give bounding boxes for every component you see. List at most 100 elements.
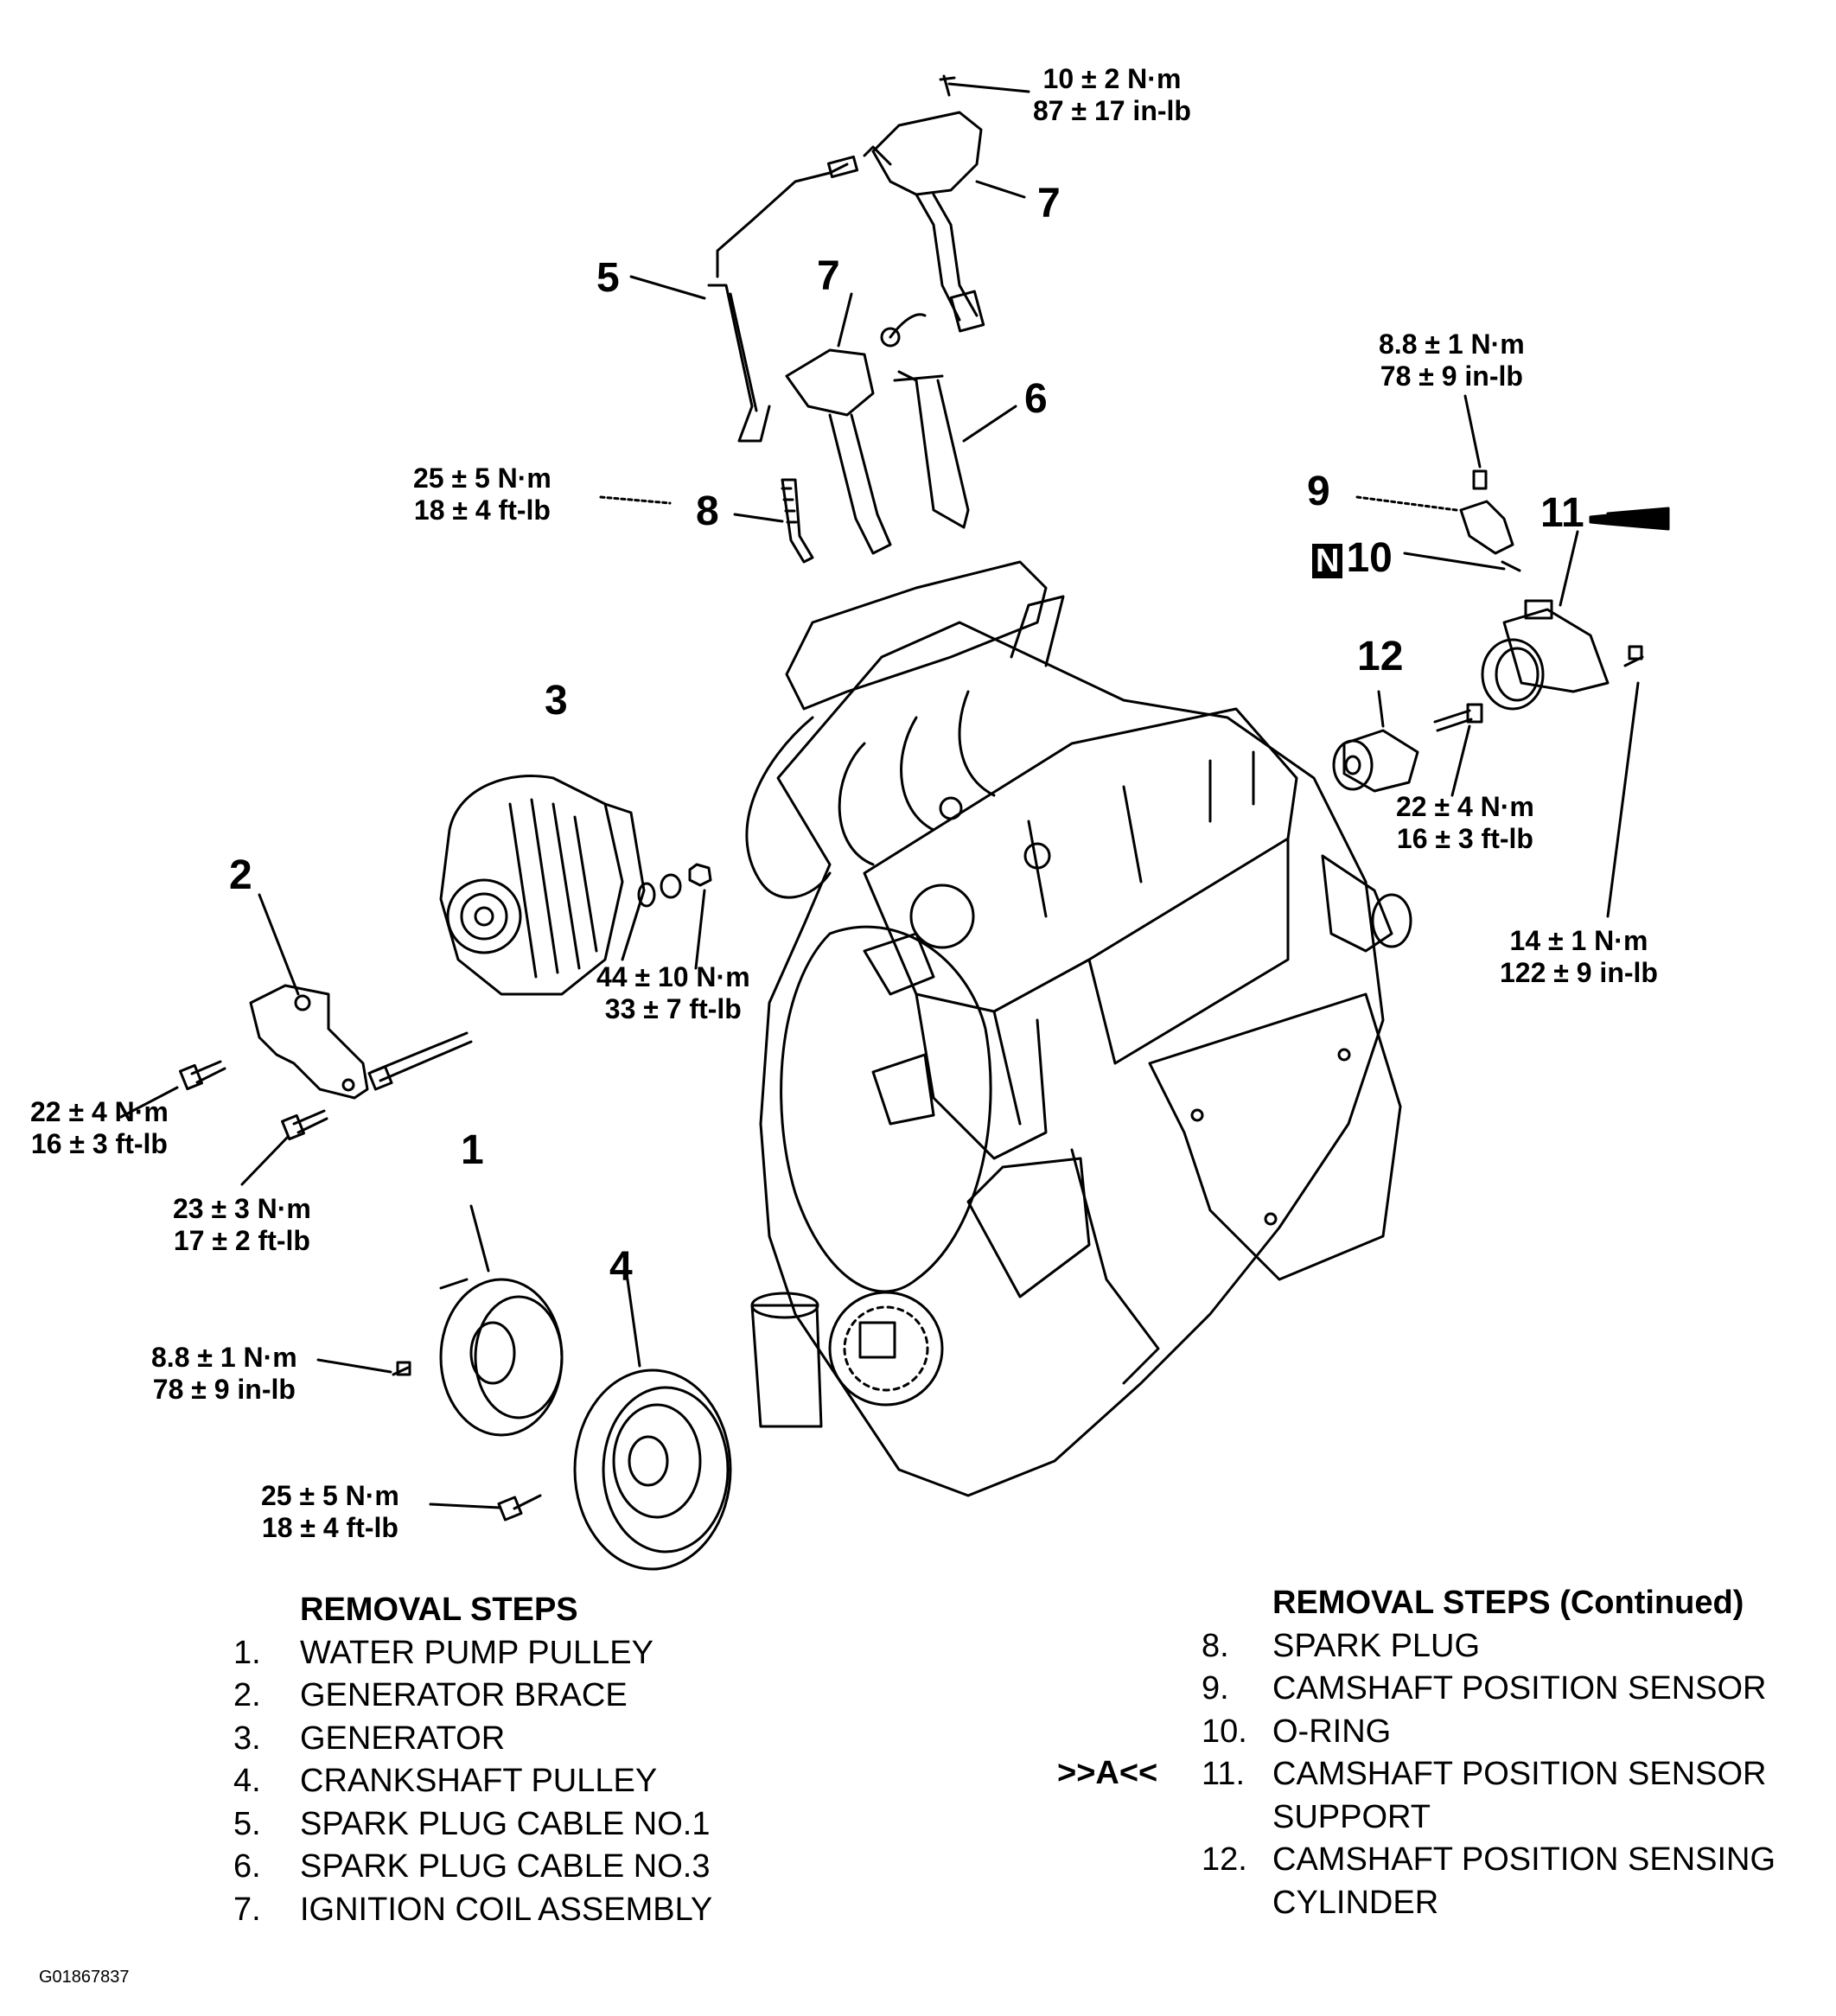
step-row: 5. SPARK PLUG CABLE NO.1	[233, 1803, 712, 1847]
step-row: 7. IGNITION COIL ASSEMBLY	[233, 1889, 712, 1932]
step-text: GENERATOR BRACE	[300, 1677, 628, 1713]
callout-9: 9	[1307, 469, 1330, 514]
step-row: 3. GENERATOR	[233, 1718, 712, 1761]
callout-6: 6	[1024, 376, 1048, 422]
step-row: 2. GENERATOR BRACE	[233, 1675, 712, 1718]
spark-plug-cable-3	[880, 313, 1017, 529]
step-text: CAMSHAFT POSITION SENSOR	[1272, 1756, 1767, 1792]
torque-label-cylinder-bolt: 22 ± 4 N·m 16 ± 3 ft-lb	[1396, 791, 1534, 855]
removal-steps-heading: REMOVAL STEPS	[300, 1592, 578, 1628]
step-number: 3.	[233, 1719, 261, 1757]
step-number: 11.	[1202, 1756, 1246, 1792]
torque-nm: 44 ± 10 N·m	[596, 961, 750, 992]
step-number: 8.	[1202, 1627, 1229, 1664]
torque-imperial: 16 ± 3 ft-lb	[1396, 823, 1533, 854]
crankshaft-pulley	[429, 1254, 732, 1571]
callout-10-number: 10	[1346, 535, 1393, 581]
camshaft-sensor-support	[1481, 507, 1670, 918]
step-row: 8. SPARK PLUG	[1202, 1625, 1775, 1668]
step-number: 10.	[1202, 1713, 1247, 1750]
callout-3: 3	[545, 678, 568, 724]
torque-imperial: 87 ± 17 in-lb	[1033, 95, 1191, 126]
callout-1: 1	[461, 1127, 484, 1173]
step-text: SPARK PLUG	[1272, 1627, 1481, 1664]
torque-nm: 25 ± 5 N·m	[413, 463, 551, 494]
torque-imperial: 18 ± 4 ft-lb	[413, 494, 551, 526]
step-row: 4. CRANKSHAFT PULLEY	[233, 1760, 712, 1803]
step-text: CRANKSHAFT PULLEY	[300, 1763, 658, 1799]
torque-label-brace-bolt-upper: 22 ± 4 N·m 16 ± 3 ft-lb	[30, 1096, 169, 1160]
step-row: 10. O-RING	[1202, 1711, 1775, 1754]
generator-nut-washers	[637, 863, 712, 970]
torque-imperial: 16 ± 3 ft-lb	[30, 1128, 168, 1159]
camshaft-position-sensor	[1355, 394, 1521, 572]
step-text: WATER PUMP PULLEY	[300, 1634, 653, 1671]
torque-label-brace-bolt-lower: 23 ± 3 N·m 17 ± 2 ft-lb	[173, 1193, 311, 1257]
torque-imperial: 122 ± 9 in-lb	[1500, 957, 1658, 988]
step-row: 1. WATER PUMP PULLEY	[233, 1632, 712, 1675]
torque-label-generator-nut: 44 ± 10 N·m 33 ± 7 ft-lb	[596, 961, 750, 1025]
water-pump-pulley	[316, 1204, 564, 1437]
service-point-marker: >>A<<	[1057, 1755, 1158, 1791]
ignition-coil-upper	[863, 74, 1030, 333]
figure-id: G01867837	[39, 1968, 130, 1987]
step-number: 9.	[1202, 1670, 1229, 1707]
torque-imperial: 33 ± 7 ft-lb	[604, 993, 742, 1024]
torque-nm: 23 ± 3 N·m	[173, 1193, 311, 1224]
torque-label-water-pump-pulley-bolt: 8.8 ± 1 N·m 78 ± 9 in-lb	[151, 1342, 297, 1406]
torque-label-cam-sensor-bolt: 8.8 ± 1 N·m 78 ± 9 in-lb	[1379, 329, 1525, 392]
step-number: 7.	[233, 1891, 261, 1928]
torque-nm: 14 ± 1 N·m	[1509, 925, 1648, 956]
removal-steps-continued-heading: REMOVAL STEPS (Continued)	[1272, 1585, 1744, 1621]
callout-8: 8	[696, 488, 719, 534]
callout-11: 11	[1540, 490, 1584, 536]
callout-7-upper: 7	[1037, 181, 1061, 226]
torque-nm: 22 ± 4 N·m	[1396, 791, 1534, 822]
spark-plug	[599, 478, 814, 564]
step-text: SPARK PLUG CABLE NO.3	[300, 1848, 711, 1885]
torque-imperial: 78 ± 9 in-lb	[152, 1374, 296, 1405]
step-number: 12.	[1202, 1841, 1247, 1878]
step-text: O-RING	[1272, 1713, 1392, 1750]
step-text: SUPPORT	[1272, 1798, 1431, 1835]
step-text: CAMSHAFT POSITION SENSOR	[1272, 1670, 1767, 1707]
step-number: 2.	[233, 1677, 261, 1713]
ignition-coil-lower	[785, 292, 892, 555]
step-row: 9. CAMSHAFT POSITION SENSOR	[1202, 1668, 1775, 1711]
brace-bolts	[119, 1060, 328, 1186]
torque-imperial: 78 ± 9 in-lb	[1380, 360, 1523, 392]
torque-nm: 8.8 ± 1 N·m	[1379, 329, 1525, 360]
torque-nm: 25 ± 5 N·m	[261, 1480, 399, 1511]
removal-steps-list: REMOVAL STEPS 1. WATER PUMP PULLEY 2. GENE…	[233, 1589, 712, 1931]
step-row-cont: CYLINDER	[1202, 1882, 1775, 1925]
step-number: 6.	[233, 1848, 261, 1885]
torque-label-coil-bolt: 10 ± 2 N·m 87 ± 17 in-lb	[1033, 63, 1191, 127]
engine-block	[745, 560, 1412, 1497]
step-number: 5.	[233, 1805, 261, 1842]
callout-4: 4	[609, 1244, 633, 1290]
spark-plug-cable-1	[629, 155, 859, 443]
callout-7-lower: 7	[817, 253, 840, 299]
camshaft-sensing-cylinder	[1332, 690, 1483, 797]
generator-brace	[249, 893, 473, 1100]
step-text: CYLINDER	[1272, 1884, 1439, 1921]
callout-5: 5	[596, 255, 620, 301]
step-text: CAMSHAFT POSITION SENSING	[1272, 1841, 1776, 1878]
torque-imperial: 18 ± 4 ft-lb	[261, 1512, 398, 1543]
callout-12: 12	[1357, 634, 1404, 679]
generator	[439, 775, 646, 996]
step-number: 4.	[233, 1763, 261, 1799]
step-row: 6. SPARK PLUG CABLE NO.3	[233, 1846, 712, 1889]
step-text: GENERATOR	[300, 1719, 506, 1757]
torque-nm: 8.8 ± 1 N·m	[151, 1342, 297, 1373]
step-row-cont: SUPPORT	[1202, 1796, 1775, 1840]
torque-label-spark-plug: 25 ± 5 N·m 18 ± 4 ft-lb	[413, 463, 551, 526]
new-part-badge-icon: N	[1312, 544, 1343, 578]
step-text: IGNITION COIL ASSEMBLY	[300, 1891, 713, 1928]
step-row: 11. CAMSHAFT POSITION SENSOR	[1202, 1753, 1775, 1796]
removal-steps-continued-list: REMOVAL STEPS (Continued) 8. SPARK PLUG 9…	[1202, 1582, 1775, 1924]
step-number: 1.	[233, 1634, 261, 1671]
step-text: SPARK PLUG CABLE NO.1	[300, 1805, 711, 1842]
